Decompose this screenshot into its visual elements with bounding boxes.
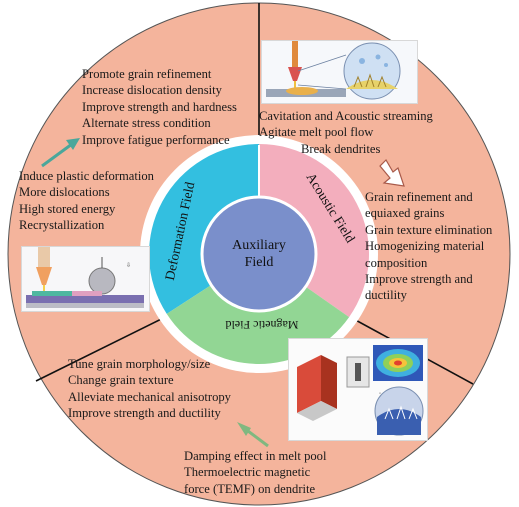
magnetic-process-illustration: ◦: [288, 338, 428, 441]
list-item: Break dendrites: [301, 141, 381, 156]
list-item: composition: [365, 255, 428, 270]
deformation-arrow: [41, 138, 80, 168]
deformation-ring-segment: [148, 144, 259, 314]
list-item: Induce plastic deformation: [19, 169, 154, 183]
list-item: High stored energy: [19, 201, 116, 216]
magnetic-effects-list: Tune grain morphology/size Change grain …: [68, 356, 231, 422]
acoustic-arrow: [379, 159, 405, 187]
list-item: Promote grain refinement: [82, 67, 212, 81]
list-item: equiaxed grains: [365, 206, 445, 221]
svg-text:⇩: ⇩: [126, 262, 131, 269]
acoustic-effects-list: Grain refinement and equiaxed grains Gra…: [365, 189, 492, 304]
acoustic-mechanisms-list: Cavitation and Acoustic streaming Agitat…: [259, 108, 433, 157]
list-item: Damping effect in melt pool: [184, 449, 327, 463]
magnetic-field-label: Magnetic Field: [226, 318, 299, 332]
list-item: Tune grain morphology/size: [68, 357, 211, 371]
list-item: Recrystallization: [19, 218, 105, 233]
list-item: Alternate stress condition: [82, 116, 211, 131]
list-item: Grain refinement and: [365, 190, 473, 204]
list-item: Improve strength and hardness: [82, 99, 237, 114]
deformation-process-illustration: ⇩: [21, 246, 150, 312]
center-title-line1: Auxiliary: [232, 238, 286, 253]
center-title-line2: Field: [244, 255, 274, 270]
deformation-mechanisms-list: Induce plastic deformation More dislocat…: [19, 168, 154, 234]
acoustic-process-illustration: [261, 40, 418, 104]
list-item: ductility: [365, 288, 407, 303]
list-item: force (TEMF) on dendrite: [184, 481, 316, 496]
list-item: Thermoelectric magnetic: [184, 465, 311, 480]
list-item: Grain texture elimination: [365, 222, 493, 237]
list-item: Cavitation and Acoustic streaming: [259, 109, 433, 123]
svg-text:◦: ◦: [379, 391, 381, 397]
center-title: Auxiliary Field: [214, 237, 304, 271]
list-item: Improve strength and: [365, 272, 473, 287]
list-item: Improve strength and ductility: [68, 406, 221, 421]
center-disc: [200, 195, 318, 313]
list-item: Improve fatigue performance: [82, 132, 230, 147]
list-item: More dislocations: [19, 185, 110, 200]
magnetic-arrow: [237, 422, 269, 448]
list-item: Change grain texture: [68, 373, 174, 388]
list-item: Agitate melt pool flow: [259, 125, 374, 140]
acoustic-ring-segment: [259, 144, 369, 318]
list-item: Homogenizing material: [365, 239, 485, 254]
magnetic-mechanisms-list: Damping effect in melt pool Thermoelectr…: [184, 448, 326, 497]
list-item: Increase dislocation density: [82, 83, 222, 98]
deformation-effects-list: Promote grain refinement Increase disloc…: [82, 66, 237, 148]
list-item: Alleviate mechanical anisotropy: [68, 389, 231, 404]
